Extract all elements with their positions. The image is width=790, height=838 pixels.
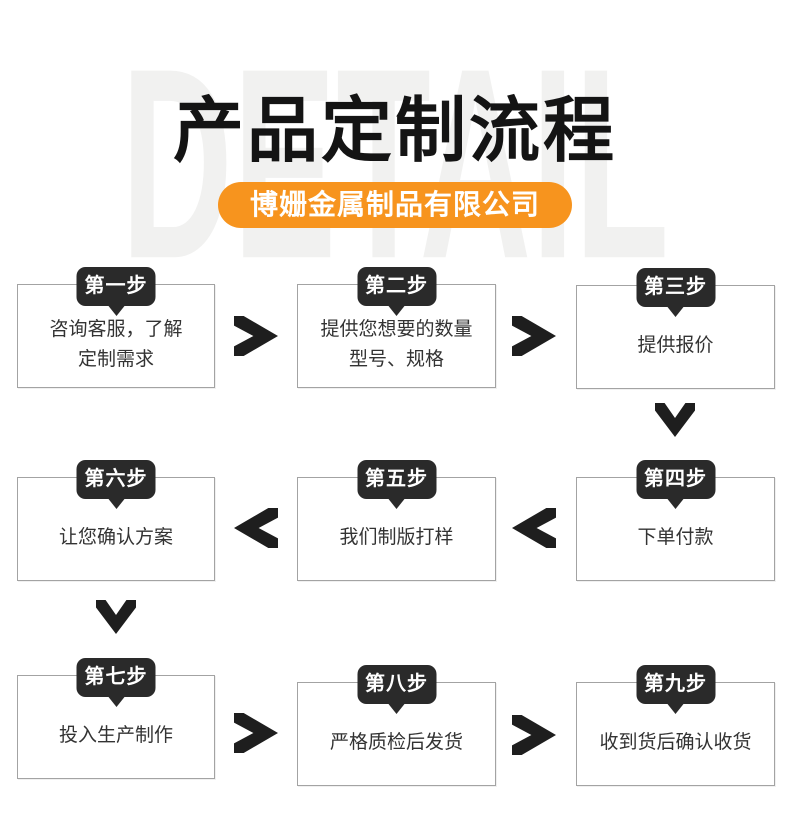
step-3-text-line1: 提供报价 — [637, 335, 714, 356]
step-2-badge: 第二步 — [357, 267, 436, 306]
step-8-badge: 第八步 — [357, 665, 436, 704]
step-1-text-line2: 定制需求 — [77, 349, 154, 370]
step-6-text-line1: 让您确认方案 — [58, 527, 173, 548]
step-7-badge: 第七步 — [76, 658, 156, 697]
arrow-right-step2-step3-icon — [512, 316, 556, 356]
step-2: 第二步 提供您想要的数量 型号、规格 — [297, 267, 496, 388]
arrow-left-step4-step5-icon — [512, 508, 556, 548]
step-4-badge: 第四步 — [636, 460, 715, 499]
arrow-right-step7-step8-icon — [234, 713, 278, 753]
arrow-down-step6-step7-icon — [96, 600, 136, 634]
step-8-text-line1: 严格质检后发货 — [329, 732, 463, 753]
step-5-text-line1: 我们制版打样 — [339, 527, 454, 548]
arrow-left-step5-step6-icon — [234, 508, 278, 548]
step-8: 第八步 严格质检后发货 — [297, 665, 496, 786]
arrow-right-step8-step9-icon — [512, 715, 556, 755]
step-1-badge: 第一步 — [76, 267, 156, 306]
step-4: 第四步 下单付款 — [576, 460, 775, 581]
step-9: 第九步 收到货后确认收货 — [576, 665, 775, 786]
arrow-right-step1-step2-icon — [234, 316, 278, 356]
step-9-text-line1: 收到货后确认收货 — [599, 732, 752, 753]
step-9-badge: 第九步 — [636, 665, 715, 704]
step-2-text-line1: 提供您想要的数量 — [320, 319, 473, 340]
step-5-badge: 第五步 — [357, 460, 436, 499]
step-1-text-line1: 咨询客服，了解 — [49, 319, 183, 340]
watermark-detail-text: DETAIL — [120, 12, 670, 315]
step-5: 第五步 我们制版打样 — [297, 460, 496, 581]
step-7-text-line1: 投入生产制作 — [58, 725, 173, 746]
step-4-box: 下单付款 — [576, 477, 775, 581]
step-6: 第六步 让您确认方案 — [17, 460, 215, 581]
step-1: 第一步 咨询客服，了解 定制需求 — [17, 267, 215, 388]
step-7: 第七步 投入生产制作 — [17, 658, 215, 779]
step-4-text-line1: 下单付款 — [637, 527, 714, 548]
step-3: 第三步 提供报价 — [576, 268, 775, 389]
step-3-badge: 第三步 — [636, 268, 715, 307]
step-2-text-line2: 型号、规格 — [348, 349, 444, 370]
step-6-badge: 第六步 — [76, 460, 156, 499]
arrow-down-step3-step4-icon — [655, 403, 695, 437]
page-title: 产品定制流程 — [172, 92, 617, 171]
company-name-badge: 博姗金属制品有限公司 — [217, 182, 573, 228]
